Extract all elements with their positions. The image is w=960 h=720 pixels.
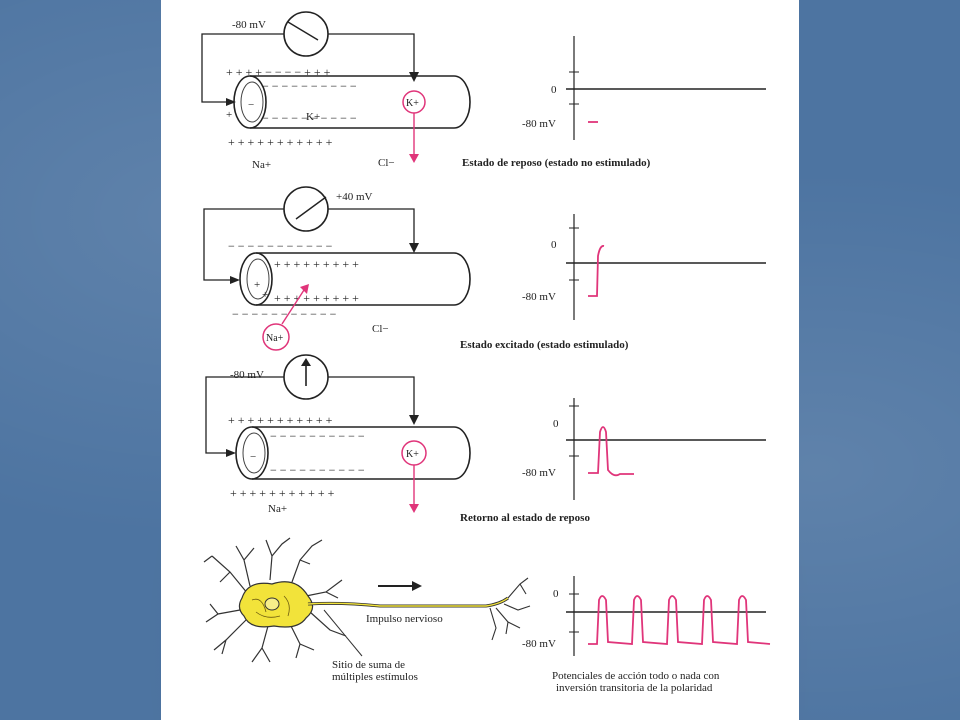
ion-na-label: Na+ (268, 503, 287, 515)
ion-k-label: K+ (406, 98, 419, 109)
panel-caption: Retorno al estado de reposo (460, 512, 590, 524)
graph-zero-label: 0 (551, 239, 557, 251)
neuron-nucleus (264, 597, 280, 611)
potential-trace (588, 245, 605, 297)
wire-arrowhead-left (226, 449, 236, 457)
voltmeter-dial (283, 186, 329, 232)
inner-charges-bottom: + + + + + + + + + (274, 291, 359, 305)
end-charges-2: + (262, 289, 268, 301)
graph-zero-label: 0 (551, 84, 557, 96)
axon-cylinder (252, 426, 471, 480)
wire-left (203, 208, 284, 281)
voltmeter-needle-tip (301, 358, 311, 366)
axon-end (233, 75, 267, 129)
wire-arrowhead-left (226, 98, 236, 106)
graph-zero-label: 0 (553, 588, 559, 600)
ion-k-label: K+ (406, 449, 419, 460)
panel-neuron: Impulso nervioso Sitio de suma de múltip… (203, 537, 771, 694)
summation-pointer (323, 609, 363, 657)
outer-charges-bottom: + + + + + + + + + + + (228, 135, 333, 149)
ion-na-label: Na+ (252, 159, 271, 171)
ion-k-arrowhead (409, 504, 419, 513)
ion-na-label: Na+ (266, 333, 284, 344)
end-charges: + (254, 279, 260, 291)
ion-cl-label: Cl− (378, 157, 395, 169)
ion-na-circle (262, 323, 290, 351)
ion-k-inside: K+ (306, 111, 320, 123)
impulse-arrowhead (412, 581, 422, 591)
inner-charges-bottom: − − − − − − − − − − (262, 111, 357, 125)
neuron-caption-1: Potenciales de acción todo o nada con (552, 670, 720, 682)
panel-caption: Estado excitado (estado estimulado) (460, 339, 629, 351)
potential-trace (588, 426, 634, 477)
ion-k-arrowhead (409, 154, 419, 163)
voltmeter-needle (287, 21, 319, 41)
end-charges: − (250, 451, 256, 463)
graph-low-label: -80 mV (522, 291, 556, 303)
axon-cylinder (256, 252, 471, 306)
voltmeter-dial (283, 11, 329, 57)
voltmeter-reading: -80 mV (230, 369, 264, 381)
inner-charges-top: − − − − − − − − − − (270, 429, 365, 443)
voltmeter-needle (295, 196, 327, 220)
neuron-axon (307, 596, 509, 608)
end-charge-out: + (226, 109, 232, 121)
graph-low-label: -80 mV (522, 638, 556, 650)
ion-cl-label: Cl− (372, 323, 389, 335)
membrane-potential-diagram: -80 mV + + + + − − − − + + + − − − − − −… (201, 11, 771, 694)
outer-charges-bottom: − − − − − − − − − − − (232, 307, 337, 321)
axon-end (235, 426, 269, 480)
axon-end (239, 252, 273, 306)
graph-low-label: -80 mV (522, 118, 556, 130)
action-potential-train (588, 595, 771, 645)
slide-canvas: -80 mV + + + + − − − − + + + − − − − − −… (161, 0, 799, 720)
panel-excited: +40 mV − − − − − − − − − − − + + + + + +… (203, 186, 766, 351)
ion-na-arrowhead (300, 284, 309, 294)
impulse-label: Impulso nervioso (366, 613, 443, 625)
outer-charges-top: + + + + + + + + + + + (228, 413, 333, 427)
ion-na-arrow (281, 289, 305, 325)
wire-left (201, 33, 284, 103)
neuron-caption-2: inversión transitoria de la polaridad (556, 682, 713, 694)
inner-charges-bottom: − − − − − − − − − − (270, 463, 365, 477)
wire-left (205, 376, 284, 454)
wire-right (328, 33, 415, 78)
end-charges: − (248, 99, 254, 111)
outer-charges-top: − − − − − − − − − − − (228, 239, 333, 253)
summation-label-2: múltiples estímulos (332, 671, 418, 683)
outer-charges-top: + + + + − − − − + + + (226, 65, 331, 79)
wire-arrowhead-left (230, 276, 240, 284)
panel-resting: -80 mV + + + + − − − − + + + − − − − − −… (201, 11, 766, 171)
graph-zero-label: 0 (553, 418, 559, 430)
wire-arrowhead (409, 243, 419, 253)
graph-low-label: -80 mV (522, 467, 556, 479)
axon-cylinder (250, 75, 471, 129)
inner-charges-top: − − − − − − − − − − (262, 79, 357, 93)
wire-arrowhead (409, 415, 419, 425)
voltmeter-reading: +40 mV (336, 191, 373, 203)
neuron-dendrites (203, 537, 347, 663)
inner-charges-top: + + + + + + + + + (274, 257, 359, 271)
wire-arrowhead (409, 72, 419, 82)
wire-right (328, 376, 415, 421)
wire-right (328, 208, 415, 249)
summation-label-1: Sitio de suma de (332, 659, 405, 671)
neuron-axon-terminals (489, 577, 531, 641)
panel-return: -80 mV + + + + + + + + + + + − − − − − −… (205, 354, 766, 524)
outer-charges-bottom: + + + + + + + + + + + (230, 486, 335, 500)
panel-caption: Estado de reposo (estado no estimulado) (462, 157, 651, 169)
voltmeter-reading: -80 mV (232, 19, 266, 31)
